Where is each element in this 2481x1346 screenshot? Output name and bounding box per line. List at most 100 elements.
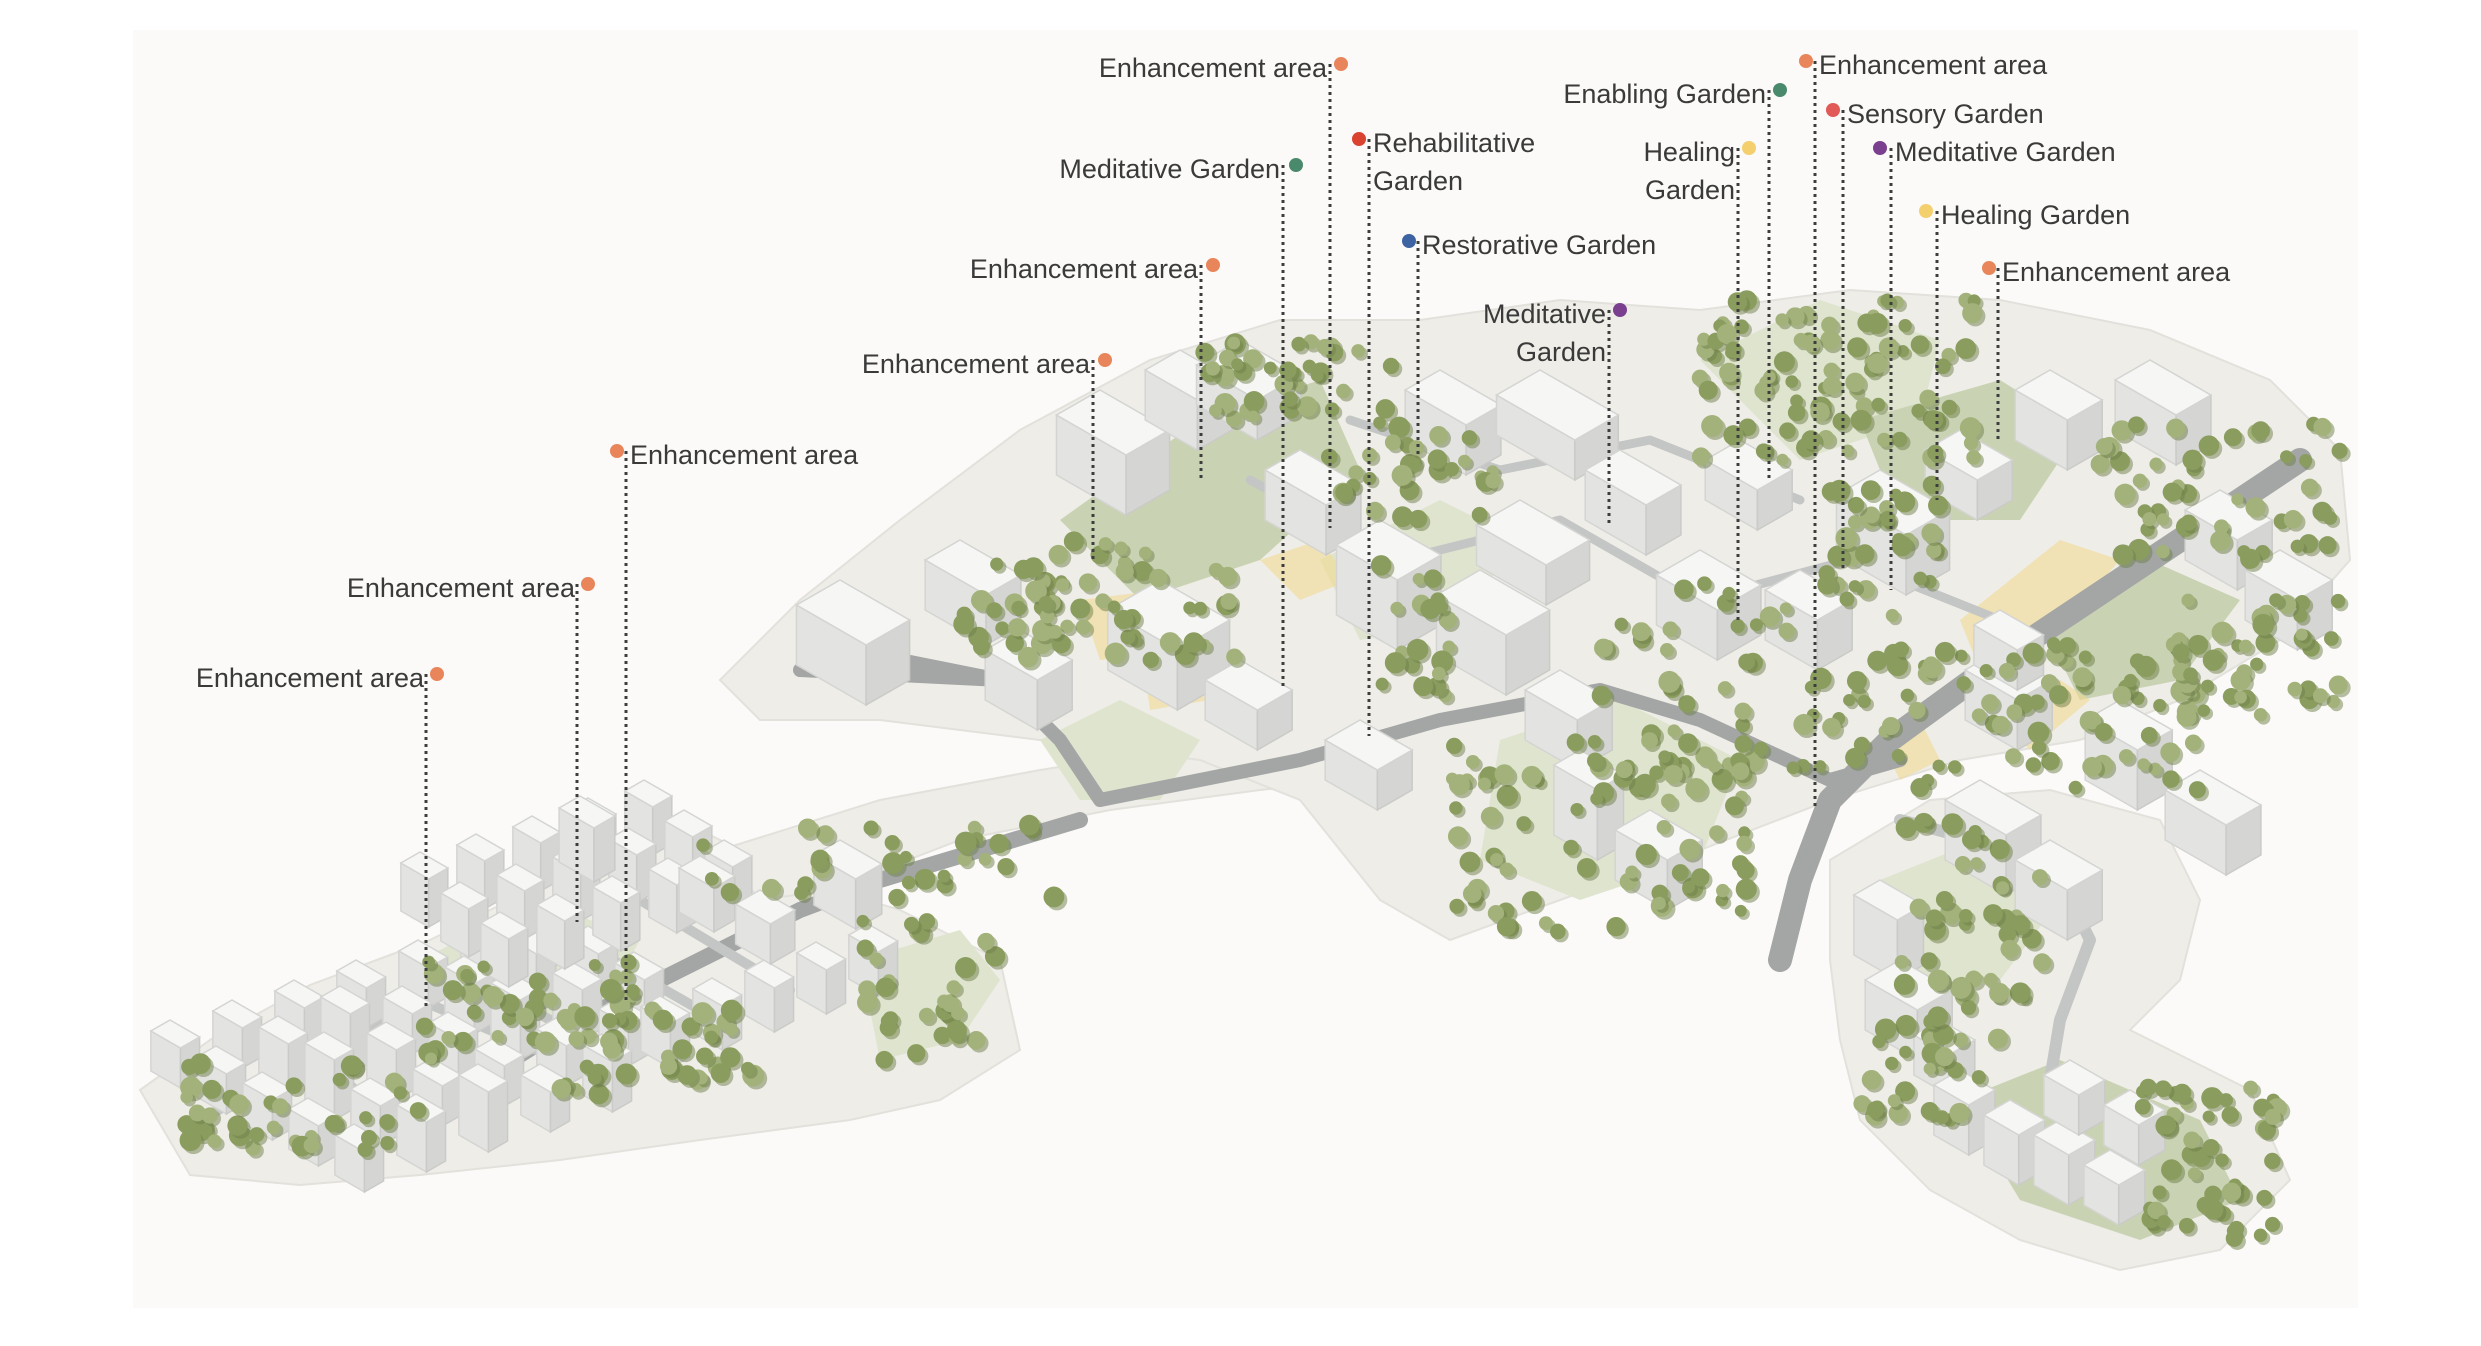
tree xyxy=(1847,515,1863,530)
tree xyxy=(1920,814,1933,827)
tree xyxy=(2137,758,2150,771)
tree xyxy=(1408,509,1428,529)
tree xyxy=(1717,681,1733,696)
tree xyxy=(1927,969,1950,992)
tree xyxy=(1098,537,1113,551)
annotation-label: Sensory Garden xyxy=(1847,99,2044,129)
tree xyxy=(1847,337,1868,358)
tree xyxy=(2253,708,2268,722)
tree xyxy=(1998,662,2015,679)
tree xyxy=(1991,715,2010,734)
meditative-garden-marker xyxy=(1873,141,1887,155)
enhancement-area-marker xyxy=(1799,54,1813,68)
building xyxy=(743,959,796,1034)
tree xyxy=(1373,416,1386,430)
tree xyxy=(2231,493,2244,506)
building xyxy=(1203,659,1294,752)
tree xyxy=(1956,676,1972,691)
tree xyxy=(899,850,912,864)
annotation-label-line: Healing Garden xyxy=(1941,200,2130,230)
tree xyxy=(2172,643,2190,661)
tree xyxy=(1631,622,1651,642)
tree xyxy=(1841,444,1855,458)
tree xyxy=(393,1086,408,1100)
tree xyxy=(1217,566,1238,587)
tree xyxy=(1279,361,1297,379)
tree xyxy=(1949,1102,1970,1124)
tree xyxy=(2025,757,2042,773)
tree xyxy=(2181,593,2195,607)
building xyxy=(794,579,912,707)
tree xyxy=(810,853,828,871)
tree xyxy=(2214,519,2229,535)
tree xyxy=(1709,825,1725,841)
tree xyxy=(2264,1108,2281,1125)
tree xyxy=(1707,759,1721,773)
tree xyxy=(1263,361,1277,375)
tree xyxy=(955,957,977,979)
tree xyxy=(1113,609,1134,630)
tree xyxy=(332,1072,347,1087)
tree xyxy=(1996,881,2010,895)
tree xyxy=(1227,336,1241,350)
tree xyxy=(1444,462,1459,477)
tree xyxy=(1487,904,1505,922)
tree xyxy=(2142,512,2157,527)
tree xyxy=(1895,1014,1917,1037)
tree xyxy=(2202,1110,2215,1123)
tree xyxy=(1459,851,1481,873)
tree xyxy=(1635,843,1657,866)
tree xyxy=(1462,884,1482,904)
annotation-label-line: Restorative Garden xyxy=(1422,230,1656,260)
tree xyxy=(2225,1229,2243,1247)
tree xyxy=(1920,952,1938,970)
tree xyxy=(179,1129,202,1152)
annotation-label-line: Garden xyxy=(1645,175,1735,205)
tree xyxy=(1822,376,1842,396)
tree xyxy=(1055,578,1070,592)
tree xyxy=(1847,496,1865,514)
tree xyxy=(1576,858,1597,878)
tree xyxy=(856,992,878,1013)
tree xyxy=(359,1111,373,1125)
tree xyxy=(491,1030,505,1043)
tree xyxy=(1625,865,1639,879)
tree xyxy=(2112,544,2134,566)
tree xyxy=(901,875,916,890)
tree xyxy=(180,1090,193,1104)
tree xyxy=(343,1056,363,1075)
tree xyxy=(1218,349,1236,367)
tree xyxy=(1893,641,1909,658)
tree xyxy=(1671,864,1689,882)
tree xyxy=(1634,773,1656,796)
tree xyxy=(2234,690,2247,704)
tree xyxy=(794,885,809,900)
tree xyxy=(2219,1093,2233,1107)
tree xyxy=(1017,646,1039,668)
tree xyxy=(2197,704,2211,717)
building xyxy=(557,795,617,884)
tree xyxy=(2176,706,2197,727)
tree xyxy=(1471,506,1488,523)
tree xyxy=(442,980,463,1001)
tree xyxy=(409,1102,427,1119)
tree xyxy=(691,1002,714,1024)
tree xyxy=(1910,778,1930,798)
annotation-med-1: Meditative Garden xyxy=(1059,154,1303,688)
tree xyxy=(677,1065,697,1085)
tree xyxy=(2328,675,2348,695)
tree xyxy=(1963,435,1979,451)
tree xyxy=(2243,1080,2259,1096)
tree xyxy=(1935,1110,1949,1125)
tree xyxy=(2162,482,2182,502)
tree xyxy=(2188,781,2206,799)
tree xyxy=(1971,708,1987,723)
tree xyxy=(816,825,835,844)
tree xyxy=(724,1022,738,1036)
tree xyxy=(1832,412,1851,431)
tree xyxy=(1465,754,1480,769)
tree xyxy=(1231,358,1244,371)
tree xyxy=(1114,541,1128,555)
